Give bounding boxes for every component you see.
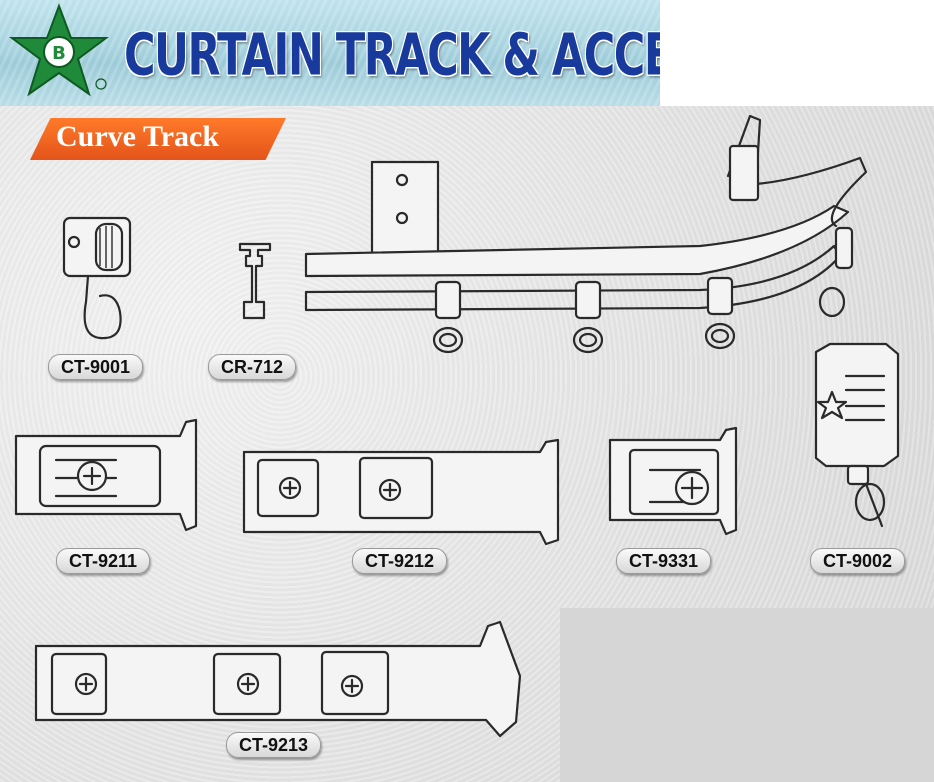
star-logo-icon: B [9, 3, 109, 97]
ct-9002-drawing [814, 342, 900, 528]
ct-9213-drawing [34, 620, 522, 738]
section-title: Curve Track [56, 120, 220, 153]
ct-9331-drawing [608, 426, 738, 536]
ct-9211-drawing [14, 418, 198, 532]
ct-9212-drawing [242, 438, 560, 546]
product-label-cr-712: CR-712 [208, 354, 297, 380]
ct-9001-drawing [62, 216, 132, 340]
curve-track-drawing [304, 114, 868, 354]
cr-712-drawing [238, 242, 272, 320]
product-label-ct-9001: CT-9001 [48, 354, 144, 380]
background-patch [560, 608, 934, 782]
catalog-panel: Curve Track [0, 106, 934, 782]
product-label-ct-9213: CT-9213 [226, 732, 322, 758]
product-label-ct-9002: CT-9002 [810, 548, 906, 574]
product-label-ct-9211: CT-9211 [56, 548, 151, 574]
product-drawings [14, 114, 900, 738]
product-label-ct-9212: CT-9212 [352, 548, 448, 574]
section-tab [30, 118, 286, 160]
svg-text:B: B [52, 43, 66, 64]
header-banner: B CURTAIN TRACK & ACCESSORIES [0, 0, 660, 106]
product-label-ct-9331: CT-9331 [616, 548, 712, 574]
page-title: CURTAIN TRACK & ACCESSORIES [124, 22, 660, 90]
